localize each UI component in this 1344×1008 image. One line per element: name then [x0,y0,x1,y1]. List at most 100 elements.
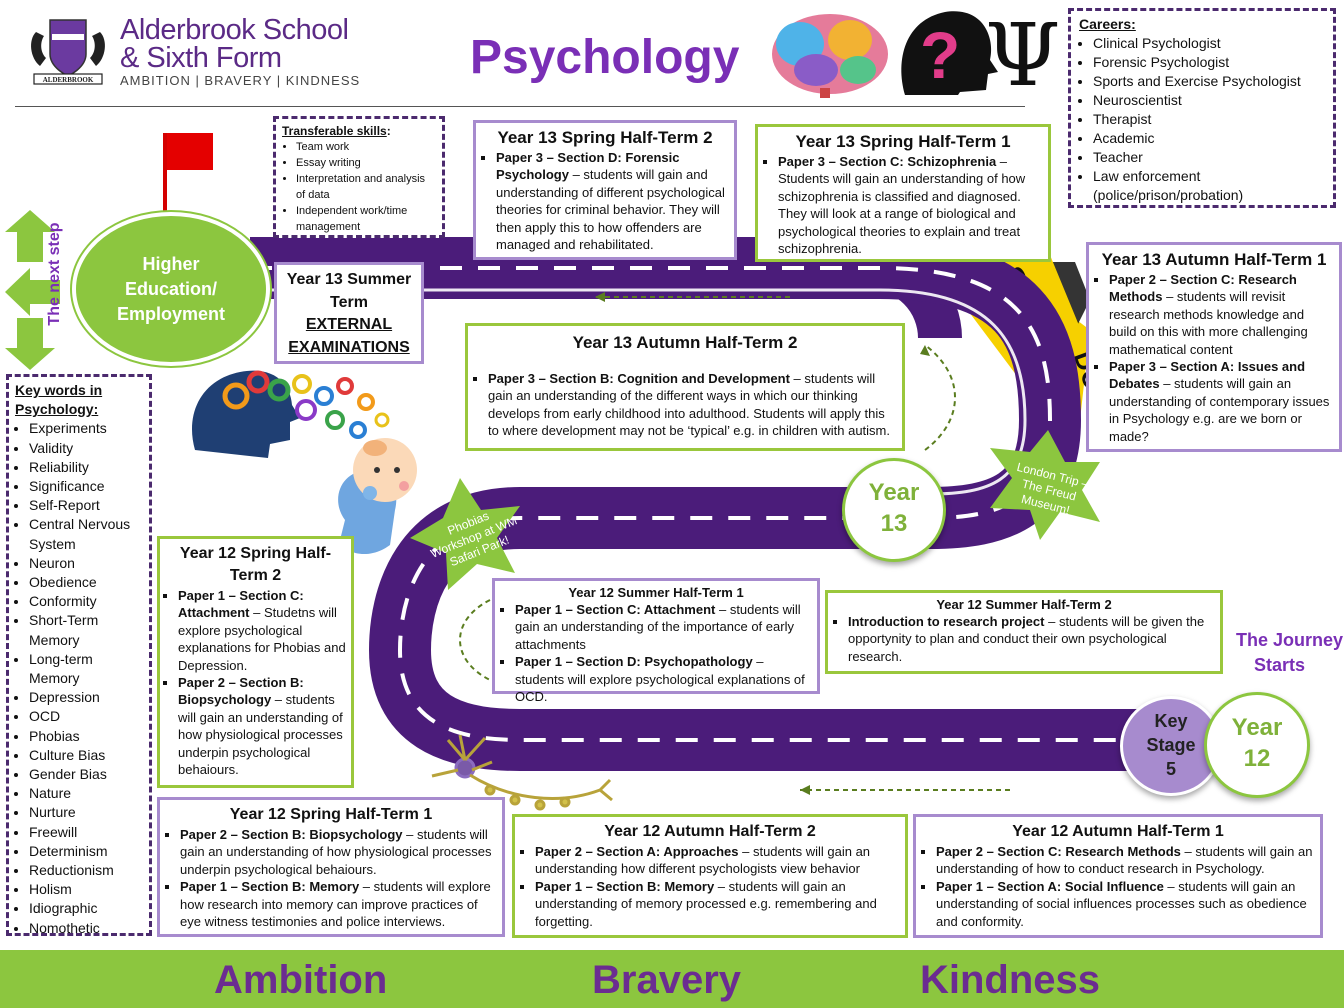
y12-summer-ht1-desc-2: Paper 1 – Section D: Psychopathology – s… [515,653,811,705]
keyword-item: Short-Term Memory [29,611,143,649]
key-words-box: Key words in Psychology: Experiments Val… [6,374,152,936]
school-name-line1: Alderbrook School [120,14,349,46]
keyword-item: Idiographic [29,899,143,918]
y13-autumn-ht1-unit-2: Paper 3 – Section A: Issues and Debates [1109,359,1306,392]
y12-spring-ht1-desc-1: Paper 2 – Section B: Biopsychology – stu… [180,826,496,878]
year12-label: Year [1231,714,1283,741]
y13-autumn-ht1-box: Year 13 Autumn Half-Term 1 Paper 2 – Sec… [1086,242,1342,452]
skill-item: Essay writing [296,155,436,171]
keyword-item: Phobias [29,727,143,746]
y12-autumn-ht2-text-1: – students will gain an understanding ho… [535,844,871,877]
y13-autumn-ht2-title: Year 13 Autumn Half-Term 2 [572,333,798,352]
journey-line1: The Journey [1236,630,1344,650]
school-name-line2: & Sixth Form [120,42,282,74]
y12-autumn-ht2-box: Year 12 Autumn Half-Term 2 Paper 2 – Sec… [512,814,908,938]
y13-autumn-ht1-title: Year 13 Autumn Half-Term 1 [1101,250,1327,269]
keyword-item: Experiments [29,419,143,438]
keyword-item: Conformity [29,592,143,611]
y12-autumn-ht2-desc-2: Paper 1 – Section B: Memory – students w… [535,878,899,930]
keyword-item: Self-Report [29,496,143,515]
next-step-label: The next step [46,222,63,326]
ks5-line2: Stage [1146,735,1196,755]
keyword-item: Significance [29,477,143,496]
y12-spring-ht2-unit-2: Paper 2 – Section B: Biopsychology [178,675,304,708]
psi-symbol-icon: Ψ [985,6,1061,106]
y12-spring-ht1-unit-2: Paper 1 – Section B: Memory [180,879,360,895]
keyword-item: Culture Bias [29,746,143,765]
y12-summer-ht1-desc-1: Paper 1 – Section C: Attachment – studen… [515,601,811,653]
year12-number: 12 [1243,745,1271,772]
y12-spring-ht2-text-1: – Studetns will explore psychological ex… [178,605,346,673]
keyword-item: Nomothetic [29,919,143,938]
y13-spring-ht2-title: Year 13 Spring Half-Term 2 [497,128,713,147]
y13-autumn-ht2-desc: Paper 3 – Section B: Cognition and Devel… [488,370,896,440]
y12-autumn-ht2-desc-1: Paper 2 – Section A: Approaches – studen… [535,843,899,878]
transferable-skills-box: Transferable skills: Team work Essay wri… [273,116,445,238]
red-flag-icon [163,133,213,213]
y12-spring-ht1-text-2: – students will explore how research int… [180,879,491,930]
y12-summer-ht1-text-2: – students will explore psychological ex… [515,654,805,705]
y13-spring-ht1-unit: Paper 3 – Section C: Schizophrenia [778,154,997,169]
y13-summer-exams-line2: EXAMINATIONS [288,338,410,356]
school-name: Alderbrook School & Sixth Form [120,14,349,74]
y12-autumn-ht1-text-1: – students will gain an understanding of… [936,844,1313,877]
skill-item: Interpretation and analysis of data [296,171,436,203]
keyword-item: Nurture [29,803,143,822]
value-bravery: Bravery [592,958,742,1002]
y12-spring-ht1-desc-2: Paper 1 – Section B: Memory – students w… [180,878,496,930]
london-star [990,430,1100,540]
career-item: Neuroscientist [1093,91,1325,110]
ks5-line3: 5 [1165,759,1176,779]
year13-badge: Year 13 [842,458,946,562]
keyword-item: Long-term Memory [29,650,143,688]
ks5-line1: Key [1154,711,1188,731]
career-item: Sports and Exercise Psychologist [1093,72,1325,91]
y13-spring-ht1-title: Year 13 Spring Half-Term 1 [795,132,1011,151]
school-motto: AMBITION | BRAVERY | KINDNESS [120,73,361,88]
keyword-item: OCD [29,707,143,726]
y13-autumn-ht2-text: – students will gain an understanding of… [488,371,890,439]
higher-education-badge: Higher Education/ Employment [72,212,270,366]
keyword-item: Validity [29,439,143,458]
y13-spring-ht2-desc: Paper 3 – Section D: Forensic Psychology… [496,149,728,253]
page-title: Psychology [470,31,740,84]
value-ambition: Ambition [214,958,388,1002]
y13-spring-ht1-desc: Paper 3 – Section C: Schizophrenia – Stu… [778,153,1042,257]
keyword-item: Depression [29,688,143,707]
y13-summer-exams-line1: EXTERNAL [305,316,393,333]
y13-spring-ht1-text: – Students will gain an understanding of… [778,154,1026,257]
colourful-brain-icon [772,14,888,98]
y12-autumn-ht1-title: Year 12 Autumn Half-Term 1 [1012,823,1224,840]
y12-summer-ht1-unit-1: Paper 1 – Section C: Attachment [515,602,716,617]
year12-badge: Year 12 [1204,692,1310,798]
skills-heading: Transferable skills [282,124,387,138]
header-divider [15,106,1025,107]
key-words-heading: Key words in Psychology: [15,382,103,418]
direction-arrow-4 [459,599,491,681]
career-item: Forensic Psychologist [1093,53,1325,72]
keyword-item: Reliability [29,458,143,477]
y12-autumn-ht1-unit-1: Paper 2 – Section C: Research Methods [936,844,1181,859]
y13-autumn-ht1-text-2: – students will gain an understanding of… [1109,376,1330,444]
y13-autumn-ht1-unit-1: Paper 2 – Section C: Research Methods [1109,272,1297,305]
y12-spring-ht1-title: Year 12 Spring Half-Term 1 [229,806,433,823]
y12-autumn-ht1-desc-2: Paper 1 – Section A: Social Influence – … [936,878,1314,930]
keyword-item: Gender Bias [29,765,143,784]
skill-item: Team work [296,139,436,155]
y13-spring-ht2-unit: Paper 3 – Section D: Forensic Psychology [496,150,680,183]
y12-summer-ht1-unit-2: Paper 1 – Section D: Psychopathology [515,654,753,670]
keyword-item: Central Nervous System [29,515,143,553]
y12-autumn-ht2-unit-2: Paper 1 – Section B: Memory [535,878,715,894]
phobias-star [410,478,520,590]
y13-summer-title: Year 13 Summer Term [286,271,412,311]
career-item: Teacher [1093,148,1325,167]
careers-list: Clinical Psychologist Forensic Psycholog… [1079,34,1325,205]
y12-spring-ht2-box: Year 12 Spring Half-Term 2 Paper 1 – Sec… [157,536,354,788]
next-step-arrows-icon [5,210,60,370]
skills-list: Team work Essay writing Interpretation a… [282,139,436,235]
careers-heading: Careers: [1079,16,1136,32]
y12-autumn-ht1-desc-1: Paper 2 – Section C: Research Methods – … [936,843,1314,878]
keyword-item: Nature [29,784,143,803]
y12-spring-ht1-text-1: – students will gain an understanding of… [180,827,492,877]
values-banner [0,950,1344,1008]
